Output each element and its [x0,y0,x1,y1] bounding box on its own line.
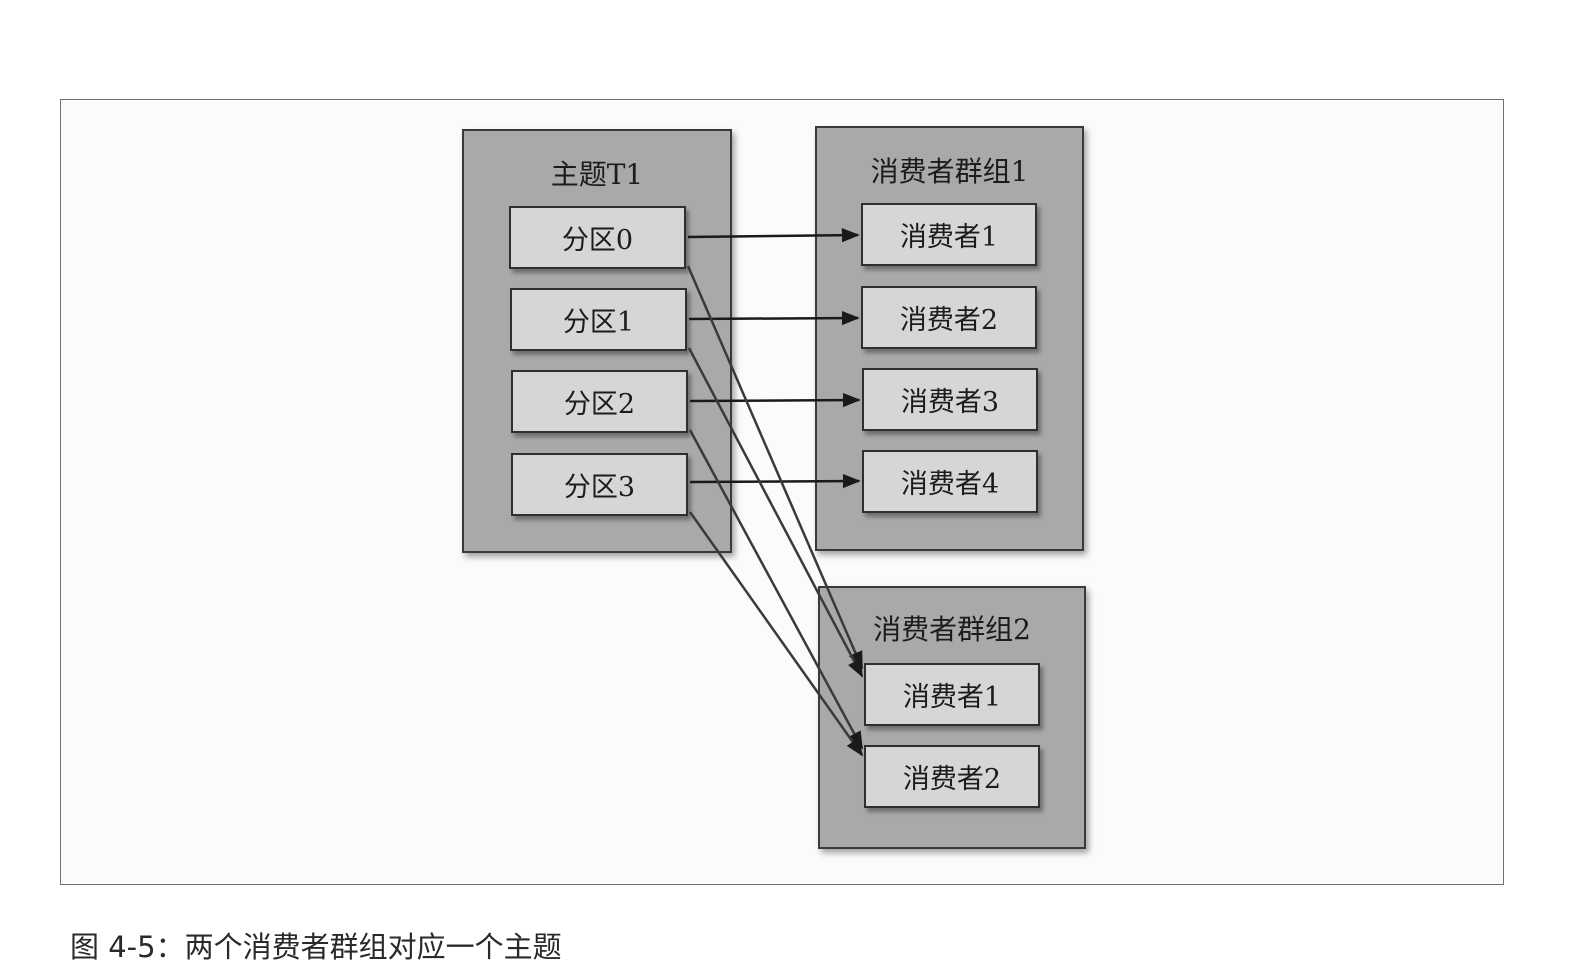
cg1-consumer-1: 消费者1 [861,203,1037,266]
figure-frame [60,99,1504,885]
consumer-group-2-title: 消费者群组2 [873,613,1031,646]
partition-2: 分区2 [511,370,688,433]
consumer-group-1-title: 消费者群组1 [870,155,1029,188]
partition-3: 分区3 [511,453,688,516]
cg1-consumer-2: 消费者2 [861,286,1037,349]
cg1-consumer-3: 消费者3 [862,368,1038,431]
partition-1: 分区1 [510,288,687,351]
cg2-consumer-2: 消费者2 [864,745,1040,808]
topic-title: 主题T1 [550,158,644,191]
partition-0: 分区0 [509,206,686,269]
cg1-consumer-4: 消费者4 [862,450,1038,513]
cg2-consumer-1: 消费者1 [864,663,1040,726]
figure-caption: 图 4-5：两个消费者群组对应一个主题 [70,930,562,964]
